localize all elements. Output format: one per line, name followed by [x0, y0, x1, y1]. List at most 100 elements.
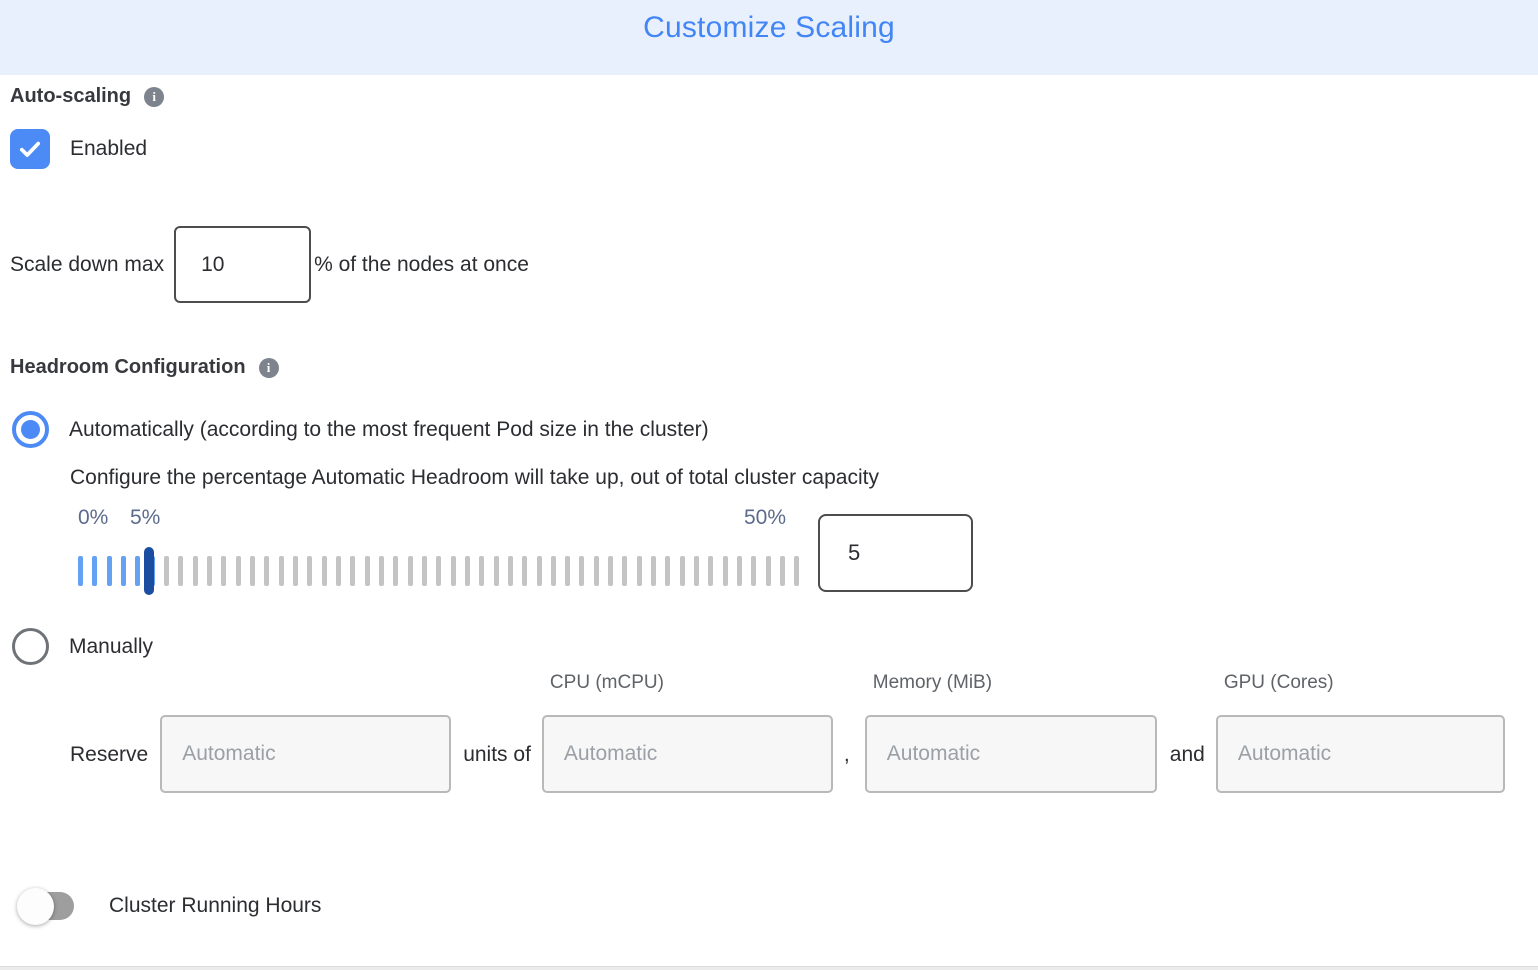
- radio-dot: [21, 420, 40, 439]
- slider-tick: [264, 556, 270, 586]
- info-icon[interactable]: i: [258, 357, 279, 378]
- automatically-label: Automatically (according to the most fre…: [69, 417, 709, 441]
- gpu-field: GPU (Cores): [1215, 672, 1505, 793]
- reserve-label: Reserve: [70, 743, 149, 766]
- headroom-automatic-option[interactable]: Automatically (according to the most fre…: [12, 411, 1538, 448]
- slider-ticks[interactable]: [78, 547, 800, 595]
- slider-tick: [565, 556, 571, 586]
- memory-column-header: Memory (MiB): [872, 672, 993, 693]
- units-of-label: units of: [463, 743, 531, 766]
- slider-tick: [378, 556, 384, 586]
- toggle-knob: [17, 888, 54, 925]
- scale-down-row: Scale down max % of the nodes at once: [10, 226, 1538, 303]
- slider-tick: [665, 556, 671, 586]
- scale-down-suffix: % of the nodes at once: [314, 252, 529, 276]
- gpu-input[interactable]: [1215, 715, 1505, 793]
- reserve-units-input[interactable]: [160, 715, 452, 793]
- slider-tick: [493, 556, 499, 586]
- bottom-divider: [0, 966, 1538, 970]
- slider-tick: [278, 556, 284, 586]
- slider-tick: [235, 556, 241, 586]
- dialog-title: Customize Scaling: [643, 11, 895, 44]
- slider-tick: [307, 556, 313, 586]
- auto-scaling-enabled-row[interactable]: Enabled: [10, 129, 1538, 169]
- slider-tick: [536, 556, 542, 586]
- auto-scaling-label: Auto-scaling: [10, 85, 132, 107]
- slider-tick: [679, 556, 685, 586]
- memory-input[interactable]: [864, 715, 1157, 793]
- dialog-content: Auto-scaling i Enabled Scale down max % …: [0, 85, 1538, 925]
- radio-automatically[interactable]: [12, 411, 49, 448]
- slider-tick: [407, 556, 413, 586]
- slider-tick: [479, 556, 485, 586]
- slider-min-label: 0%: [78, 506, 109, 529]
- and-label: and: [1169, 743, 1205, 766]
- headroom-slider[interactable]: 0% 5% 50%: [78, 506, 800, 595]
- slider-tick: [450, 556, 456, 586]
- slider-tick: [550, 556, 556, 586]
- slider-tick: [135, 556, 141, 586]
- manually-label: Manually: [69, 634, 154, 658]
- slider-tick: [364, 556, 370, 586]
- slider-tick: [765, 556, 771, 586]
- radio-dot: [21, 637, 40, 656]
- cpu-input[interactable]: [541, 715, 833, 793]
- manual-reserve-row: Reserve units of CPU (mCPU) , Memory (Mi…: [10, 672, 1538, 793]
- slider-tick: [421, 556, 427, 586]
- slider-max-label: 50%: [744, 506, 787, 529]
- comma-label: ,: [843, 743, 850, 766]
- slider-tick: [92, 556, 98, 586]
- headroom-section-label: Headroom Configuration i: [10, 356, 1538, 379]
- slider-tick: [780, 556, 786, 586]
- slider-tick: [794, 556, 800, 586]
- cluster-running-hours-row[interactable]: Cluster Running Hours: [10, 888, 1538, 925]
- slider-tick: [106, 556, 112, 586]
- gpu-column-header: GPU (Cores): [1223, 672, 1334, 693]
- slider-tick: [206, 556, 212, 586]
- memory-field: Memory (MiB): [864, 672, 1157, 793]
- slider-tick: [751, 556, 757, 586]
- slider-tick: [694, 556, 700, 586]
- slider-tick: [608, 556, 614, 586]
- slider-handle[interactable]: [144, 547, 154, 595]
- slider-tick: [163, 556, 169, 586]
- slider-tick: [192, 556, 198, 586]
- slider-tick: [622, 556, 628, 586]
- scale-down-max-input[interactable]: [174, 226, 312, 303]
- slider-tick: [249, 556, 255, 586]
- slider-tick: [636, 556, 642, 586]
- slider-tick: [593, 556, 599, 586]
- radio-manually[interactable]: [12, 628, 49, 665]
- slider-tick: [651, 556, 657, 586]
- headroom-description: Configure the percentage Automatic Headr…: [70, 466, 879, 489]
- slider-tick: [321, 556, 327, 586]
- slider-current-label: 5%: [130, 506, 161, 529]
- headroom-label: Headroom Configuration: [10, 356, 246, 378]
- dialog-header: Customize Scaling: [0, 0, 1538, 75]
- units-field: [160, 715, 452, 793]
- auto-scaling-section-label: Auto-scaling i: [10, 85, 1538, 108]
- cluster-running-hours-label: Cluster Running Hours: [109, 894, 322, 917]
- slider-tick: [737, 556, 743, 586]
- cpu-field: CPU (mCPU): [541, 672, 833, 793]
- slider-tick: [350, 556, 356, 586]
- slider-tick: [78, 556, 83, 586]
- headroom-slider-block: 0% 5% 50%: [78, 506, 1538, 595]
- slider-tick: [722, 556, 728, 586]
- slider-labels: 0% 5% 50%: [78, 506, 800, 534]
- slider-tick: [335, 556, 341, 586]
- slider-tick: [436, 556, 442, 586]
- enabled-label: Enabled: [70, 137, 148, 160]
- headroom-manual-option[interactable]: Manually: [12, 628, 1538, 665]
- slider-tick: [292, 556, 298, 586]
- slider-tick: [221, 556, 227, 586]
- slider-tick: [579, 556, 585, 586]
- slider-tick: [178, 556, 184, 586]
- slider-tick: [393, 556, 399, 586]
- headroom-percentage-input[interactable]: [818, 514, 973, 592]
- info-icon[interactable]: i: [144, 86, 165, 107]
- slider-tick: [120, 556, 126, 586]
- cpu-column-header: CPU (mCPU): [549, 672, 664, 693]
- cluster-running-hours-toggle[interactable]: [17, 888, 74, 925]
- enabled-checkbox[interactable]: [10, 129, 50, 169]
